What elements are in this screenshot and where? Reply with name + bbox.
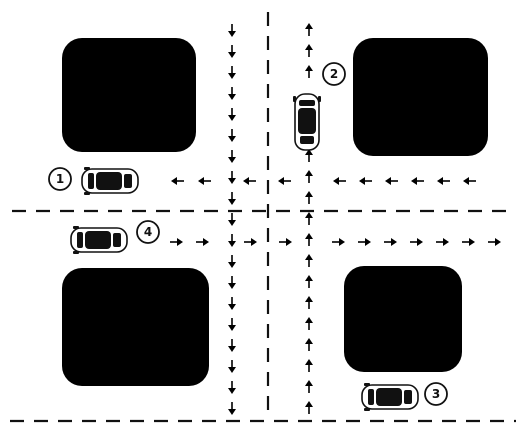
northbound-right-arrow-icon: [305, 359, 313, 372]
bottom-right-block: [344, 266, 462, 372]
northbound-right-arrow-icon: [305, 191, 313, 204]
northbound-right-arrow-icon: [305, 275, 313, 288]
westbound-top-arrow-icon: [463, 177, 476, 185]
badge-1: 1: [48, 167, 72, 191]
southbound-left-arrow-icon: [228, 45, 236, 58]
northbound-right-arrow-icon: [305, 170, 313, 183]
northbound-right-arrow-icon: [305, 317, 313, 330]
eastbound-bottom-arrow-icon: [462, 238, 475, 246]
badge-3: 3: [424, 382, 448, 406]
bottom-left-block: [62, 268, 209, 386]
southbound-left-arrow-icon: [228, 339, 236, 352]
westbound-top-arrow-icon: [437, 177, 450, 185]
car-4: [70, 225, 128, 255]
southbound-left-arrow-icon: [228, 171, 236, 184]
southbound-left-arrow-icon: [228, 402, 236, 415]
eastbound-bottom-arrow-icon: [358, 238, 371, 246]
badge-1-number: 1: [56, 172, 64, 186]
southbound-left-arrow-icon: [228, 66, 236, 79]
southbound-left-arrow-icon: [228, 150, 236, 163]
northbound-right-arrow-icon: [305, 149, 313, 162]
eastbound-bottom-arrow-icon: [384, 238, 397, 246]
westbound-top-arrow-icon: [333, 177, 346, 185]
westbound-top-arrow-icon: [385, 177, 398, 185]
car-badges: 1 2 3 4: [48, 62, 448, 406]
top-left-block: [62, 38, 196, 152]
car-2: [292, 93, 322, 151]
northbound-right-arrow-icon: [305, 65, 313, 78]
northbound-right-arrow-icon: [305, 23, 313, 36]
southbound-left-arrow-icon: [228, 108, 236, 121]
northbound-right-arrow-icon: [305, 44, 313, 57]
northbound-right-arrow-icon: [305, 380, 313, 393]
southbound-left-arrow-icon: [228, 381, 236, 394]
southbound-left-arrow-icon: [228, 234, 236, 247]
car-icon: [361, 382, 419, 412]
southbound-left-arrow-icon: [228, 360, 236, 373]
westbound-top-arrow-icon: [171, 177, 184, 185]
lane-arrows: [170, 23, 501, 415]
eastbound-bottom-arrow-icon: [279, 238, 292, 246]
car-icon: [81, 166, 139, 196]
eastbound-bottom-arrow-icon: [196, 238, 209, 246]
eastbound-bottom-arrow-icon: [436, 238, 449, 246]
eastbound-bottom-arrow-icon: [170, 238, 183, 246]
car-1: [81, 166, 139, 196]
southbound-left-arrow-icon: [228, 276, 236, 289]
westbound-top-arrow-icon: [411, 177, 424, 185]
top-right-block: [353, 38, 488, 156]
westbound-top-arrow-icon: [243, 177, 256, 185]
westbound-top-arrow-icon: [278, 177, 291, 185]
southbound-left-arrow-icon: [228, 87, 236, 100]
badge-4: 4: [136, 220, 160, 244]
northbound-right-arrow-icon: [305, 254, 313, 267]
southbound-left-arrow-icon: [228, 297, 236, 310]
southbound-left-arrow-icon: [228, 213, 236, 226]
eastbound-bottom-arrow-icon: [488, 238, 501, 246]
eastbound-bottom-arrow-icon: [410, 238, 423, 246]
westbound-top-arrow-icon: [198, 177, 211, 185]
southbound-left-arrow-icon: [228, 318, 236, 331]
westbound-top-arrow-icon: [359, 177, 372, 185]
badge-3-number: 3: [432, 387, 440, 401]
badge-4-number: 4: [144, 225, 152, 239]
eastbound-bottom-arrow-icon: [332, 238, 345, 246]
northbound-right-arrow-icon: [305, 296, 313, 309]
car-icon: [292, 93, 322, 151]
badge-2: 2: [322, 62, 346, 86]
badge-2-number: 2: [330, 67, 338, 81]
southbound-left-arrow-icon: [228, 129, 236, 142]
southbound-left-arrow-icon: [228, 255, 236, 268]
northbound-right-arrow-icon: [305, 338, 313, 351]
southbound-left-arrow-icon: [228, 24, 236, 37]
northbound-right-arrow-icon: [305, 401, 313, 414]
southbound-left-arrow-icon: [228, 192, 236, 205]
eastbound-bottom-arrow-icon: [244, 238, 257, 246]
car-3: [361, 382, 419, 412]
northbound-right-arrow-icon: [305, 233, 313, 246]
car-icon: [70, 225, 128, 255]
northbound-right-arrow-icon: [305, 212, 313, 225]
road-markings: [10, 12, 516, 423]
city-blocks: [62, 38, 488, 386]
